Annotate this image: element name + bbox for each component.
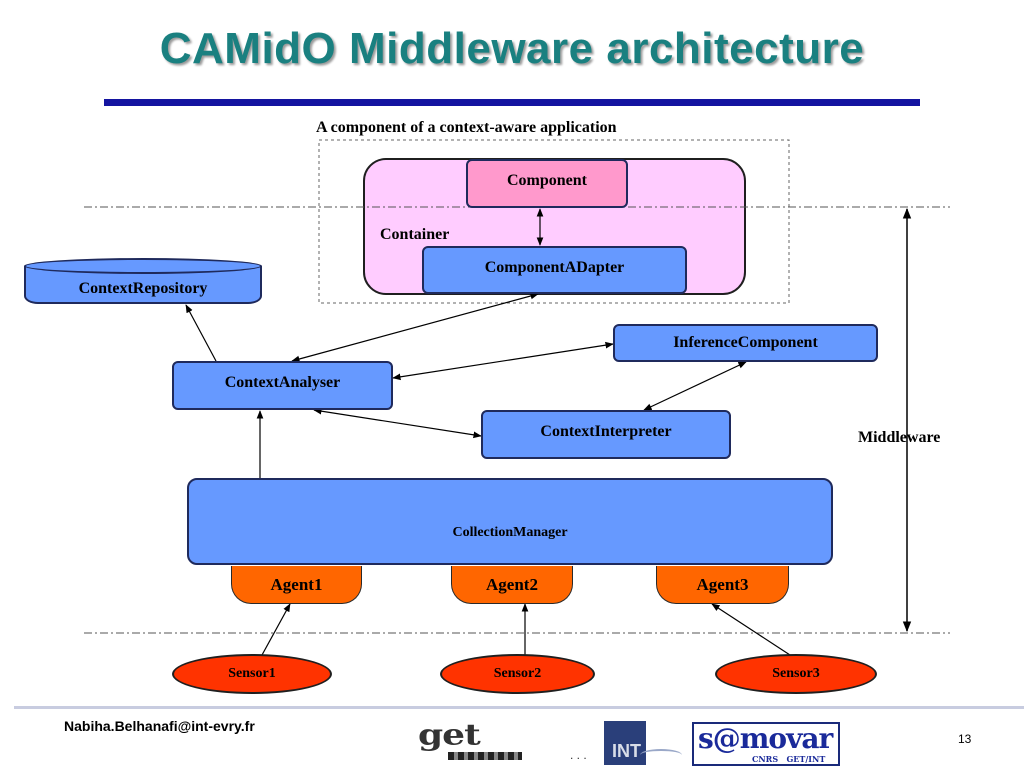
context-repository-top bbox=[24, 258, 262, 274]
container-label: Container bbox=[380, 226, 450, 243]
footer-email: Nabiha.Belhanafi@int-evry.fr bbox=[64, 718, 255, 734]
context-analyser-node: ContextAnalyser bbox=[172, 361, 393, 410]
get-logo: get bbox=[418, 718, 526, 764]
component-adapter-label: ComponentADapter bbox=[484, 259, 625, 276]
slide-title: CAMidO Middleware architecture bbox=[159, 24, 865, 73]
title-underline bbox=[104, 99, 920, 106]
int-logo: INT bbox=[604, 721, 684, 765]
context-interpreter-label: ContextInterpreter bbox=[540, 423, 672, 440]
collection-manager-label: CollectionManager bbox=[452, 524, 568, 540]
arrow-analyser-repository bbox=[185, 304, 217, 362]
page-number: 13 bbox=[958, 732, 972, 746]
samovar-logo-subtitle: CNRS GET/INT bbox=[752, 754, 826, 764]
arrow-interpreter-inference bbox=[643, 361, 747, 411]
arrow-analyser-interpreter bbox=[313, 407, 482, 439]
int-logo-swoosh bbox=[640, 749, 682, 761]
component-adapter-node: ComponentADapter bbox=[422, 246, 687, 294]
context-repository-body bbox=[24, 266, 262, 304]
middleware-label: Middleware bbox=[858, 429, 941, 446]
context-interpreter-node: ContextInterpreter bbox=[481, 410, 731, 459]
component-node: Component bbox=[466, 159, 628, 208]
agent-3: Agent3 bbox=[656, 566, 789, 604]
sensor-3: Sensor3 bbox=[715, 654, 877, 694]
arrow-sensor3-agent3 bbox=[711, 603, 791, 656]
int-logo-block bbox=[604, 721, 646, 765]
agent-2: Agent2 bbox=[451, 566, 573, 604]
get-logo-bar bbox=[448, 752, 522, 760]
context-repository-node: ContextRepository bbox=[24, 258, 262, 304]
inference-component-node: InferenceComponent bbox=[613, 324, 878, 362]
arrow-adapter-analyser bbox=[291, 292, 539, 363]
app-component-boundary bbox=[318, 139, 790, 304]
inference-component-label: InferenceComponent bbox=[673, 334, 818, 351]
sensor-1: Sensor1 bbox=[172, 654, 332, 694]
component-label: Component bbox=[506, 172, 587, 189]
footer-dots: . . . bbox=[570, 748, 587, 762]
footer-divider bbox=[14, 706, 1024, 709]
samovar-logo: s@movar CNRS GET/INT bbox=[692, 722, 840, 766]
app-component-caption: A component of a context-aware applicati… bbox=[316, 119, 617, 136]
arrow-sensor1-agent1 bbox=[261, 603, 291, 656]
arrow-analyser-inference bbox=[392, 341, 614, 381]
context-analyser-label: ContextAnalyser bbox=[224, 374, 341, 391]
context-repository-label: ContextRepository bbox=[78, 280, 208, 297]
samovar-logo-text: s@movar bbox=[698, 722, 833, 755]
sensor-2: Sensor2 bbox=[440, 654, 595, 694]
int-logo-text: INT bbox=[612, 741, 641, 761]
agent-1: Agent1 bbox=[231, 566, 362, 604]
get-logo-text: get bbox=[418, 718, 481, 752]
collection-manager-node: CollectionManager bbox=[187, 478, 833, 565]
